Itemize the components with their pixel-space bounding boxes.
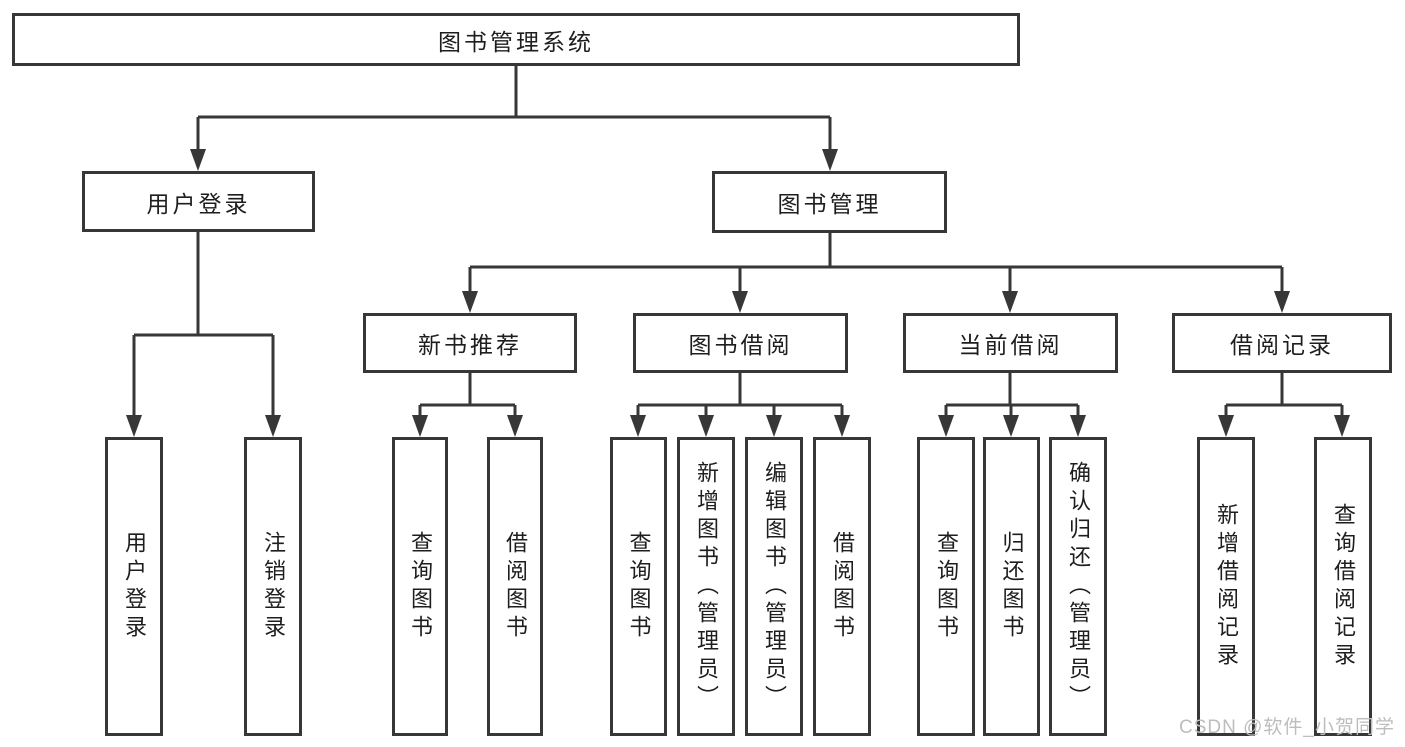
leaf-borrow-books-1-label: 借阅图书 — [503, 530, 528, 643]
leaf-add-book-admin-label: 新增图书（管理员） — [694, 460, 719, 713]
leaf-confirm-return-admin-label: 确认归还（管理员） — [1066, 460, 1091, 713]
leaf-borrow-books-2: 借阅图书 — [813, 437, 871, 736]
node-user-login: 用户登录 — [82, 171, 315, 232]
root-node-label: 图书管理系统 — [438, 28, 594, 55]
node-book-management: 图书管理 — [712, 171, 947, 233]
leaf-logout-label: 注销登录 — [261, 530, 286, 643]
node-borrow-record: 借阅记录 — [1172, 313, 1392, 373]
node-book-borrow-label: 图书借阅 — [688, 332, 793, 358]
node-borrow-record-label: 借阅记录 — [1230, 332, 1334, 358]
leaf-confirm-return-admin: 确认归还（管理员） — [1049, 437, 1107, 736]
leaf-query-borrow-record-label: 查询借阅记录 — [1331, 502, 1356, 671]
node-book-borrow: 图书借阅 — [633, 313, 848, 373]
leaf-return-books-label: 归还图书 — [999, 530, 1025, 643]
leaf-borrow-books-1: 借阅图书 — [487, 437, 543, 736]
leaf-logout: 注销登录 — [244, 437, 302, 736]
leaf-user-login-label: 用户登录 — [122, 530, 147, 643]
node-new-book-recommend-label: 新书推荐 — [418, 332, 522, 358]
leaf-add-book-admin: 新增图书（管理员） — [677, 437, 735, 736]
leaf-query-books-2: 查询图书 — [610, 437, 667, 736]
leaf-add-borrow-record: 新增借阅记录 — [1197, 437, 1255, 736]
node-current-borrow: 当前借阅 — [903, 313, 1118, 373]
node-current-borrow-label: 当前借阅 — [958, 332, 1063, 358]
root-node: 图书管理系统 — [12, 13, 1020, 66]
leaf-add-borrow-record-label: 新增借阅记录 — [1214, 502, 1239, 671]
node-new-book-recommend: 新书推荐 — [363, 313, 577, 373]
csdn-watermark: CSDN @软件_小贺同学 — [1179, 717, 1395, 738]
leaf-user-login: 用户登录 — [105, 437, 163, 736]
node-user-login-label: 用户登录 — [146, 190, 251, 217]
leaf-query-books-3-label: 查询图书 — [934, 530, 959, 643]
leaf-edit-book-admin: 编辑图书（管理员） — [745, 437, 803, 736]
leaf-query-books-1-label: 查询图书 — [408, 530, 433, 643]
leaf-edit-book-admin-label: 编辑图书（管理员） — [762, 460, 787, 713]
arrowheads — [126, 149, 1350, 437]
leaf-borrow-books-2-label: 借阅图书 — [830, 530, 855, 643]
node-book-management-label: 图书管理 — [777, 191, 882, 217]
leaf-query-books-2-label: 查询图书 — [626, 530, 652, 643]
leaf-query-borrow-record: 查询借阅记录 — [1314, 437, 1372, 736]
leaf-query-books-1: 查询图书 — [392, 437, 448, 736]
leaf-query-books-3: 查询图书 — [917, 437, 975, 736]
leaf-return-books: 归还图书 — [983, 437, 1040, 736]
